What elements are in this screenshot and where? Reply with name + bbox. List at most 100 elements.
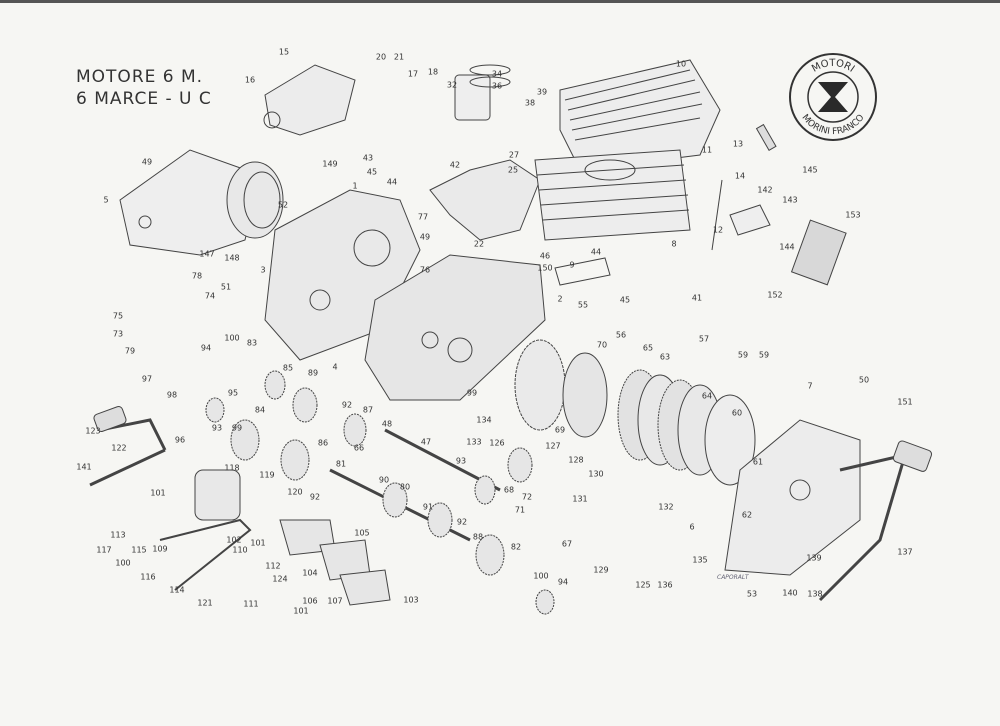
part-number-label: 21 — [393, 52, 405, 62]
part-number-label: 139 — [806, 553, 822, 563]
drawing-stroke — [343, 413, 367, 447]
part-number-label: 111 — [243, 599, 259, 609]
part-number-label: 148 — [224, 253, 240, 263]
drawing-stroke — [564, 69, 703, 141]
clutch-gear — [514, 339, 566, 431]
part-number-label: 75 — [112, 311, 124, 321]
part-number-label: 15 — [278, 47, 290, 57]
part-number-label: 147 — [199, 249, 215, 259]
part-number-label: 144 — [779, 242, 795, 252]
part-number-label: 102 — [226, 535, 242, 545]
part-number-label: 86 — [317, 438, 329, 448]
part-number-label: 71 — [514, 505, 526, 515]
crankcase-right — [364, 254, 546, 401]
gasket — [554, 257, 611, 286]
part-number-label: 22 — [473, 239, 485, 249]
part-number-label: 88 — [472, 532, 484, 542]
drawing-stroke — [382, 482, 408, 518]
part-number-label: 93 — [211, 423, 223, 433]
part-number-label: 8 — [671, 239, 677, 249]
part-number-label: 127 — [545, 441, 561, 451]
drawing-stroke — [230, 419, 260, 461]
part-number-label: 101 — [250, 538, 266, 548]
part-number-label: 55 — [577, 300, 589, 310]
part-number-label: 100 — [533, 571, 549, 581]
part-number-label: 84 — [254, 405, 266, 415]
part-number-label: 18 — [427, 67, 439, 77]
exhaust-flange — [729, 204, 771, 236]
gears — [205, 370, 555, 615]
clutch-plates — [617, 369, 756, 486]
part-number-label: 53 — [746, 589, 758, 599]
part-number-label: 74 — [204, 291, 216, 301]
part-number-label: 87 — [362, 405, 374, 415]
artist-signature: CAPORALT — [717, 574, 749, 581]
part-number-label: 16 — [244, 75, 256, 85]
drawing-stroke — [534, 149, 691, 241]
part-number-label: 128 — [568, 455, 584, 465]
drawing-stroke — [474, 475, 496, 505]
part-number-label: 78 — [191, 271, 203, 281]
morini-logo: MOTORI MORINI FRANCO — [789, 53, 877, 141]
drawing-stroke — [536, 164, 690, 221]
part-number-label: 100 — [224, 333, 240, 343]
part-number-label: 50 — [858, 375, 870, 385]
drawing-stroke — [704, 394, 756, 486]
part-number-label: 92 — [456, 517, 468, 527]
part-number-label: 32 — [446, 80, 458, 90]
part-number-label: 112 — [265, 561, 281, 571]
part-number-label: 142 — [757, 185, 773, 195]
part-number-label: 91 — [422, 502, 434, 512]
part-number-label: 72 — [521, 492, 533, 502]
drawing-stroke — [353, 229, 391, 267]
part-number-label: 38 — [524, 98, 536, 108]
part-number-label: 107 — [327, 596, 343, 606]
part-number-label: 103 — [403, 595, 419, 605]
part-number-label: 94 — [200, 343, 212, 353]
part-number-label: 63 — [659, 352, 671, 362]
part-number-label: 25 — [507, 165, 519, 175]
drawing-stroke — [243, 171, 281, 229]
part-number-label: 76 — [419, 265, 431, 275]
part-number-label: 132 — [658, 502, 674, 512]
drawing-stroke — [584, 159, 636, 181]
part-number-label: 44 — [386, 177, 398, 187]
stud — [711, 179, 723, 251]
drawing-stroke — [469, 64, 511, 76]
part-number-label: 12 — [712, 225, 724, 235]
drawing-stroke — [264, 370, 286, 400]
part-number-label: 59 — [758, 350, 770, 360]
selector-fork — [339, 569, 391, 606]
part-number-label: 153 — [845, 210, 861, 220]
gear-lever-rubber — [93, 406, 127, 432]
drawing-stroke — [292, 387, 318, 423]
drawing-stroke — [559, 59, 721, 171]
ignition-coil — [790, 219, 847, 286]
clutch-drum — [562, 352, 608, 438]
cover-hole — [138, 215, 152, 229]
part-number-label: 57 — [698, 334, 710, 344]
part-number-label: 117 — [96, 545, 112, 555]
part-number-label: 101 — [150, 488, 166, 498]
part-number-label: 70 — [596, 340, 608, 350]
part-number-label: 11 — [701, 145, 713, 155]
cylinder — [534, 149, 691, 241]
piston — [454, 74, 491, 121]
part-number-label: 135 — [692, 555, 708, 565]
part-number-label: 113 — [110, 530, 126, 540]
part-number-label: 66 — [353, 443, 365, 453]
drawing-stroke — [427, 502, 453, 538]
part-number-label: 92 — [309, 492, 321, 502]
part-number-label: 93 — [455, 456, 467, 466]
part-number-label: 137 — [897, 547, 913, 557]
part-number-label: 125 — [635, 580, 651, 590]
part-number-label: 110 — [232, 545, 248, 555]
part-number-label: 62 — [741, 510, 753, 520]
part-number-label: 77 — [417, 212, 429, 222]
part-number-label: 99 — [466, 388, 478, 398]
part-number-label: 61 — [752, 457, 764, 467]
title-line-2: 6 MARCE - U C — [76, 89, 212, 109]
part-number-label: 114 — [169, 585, 185, 595]
carburettor — [264, 64, 356, 136]
